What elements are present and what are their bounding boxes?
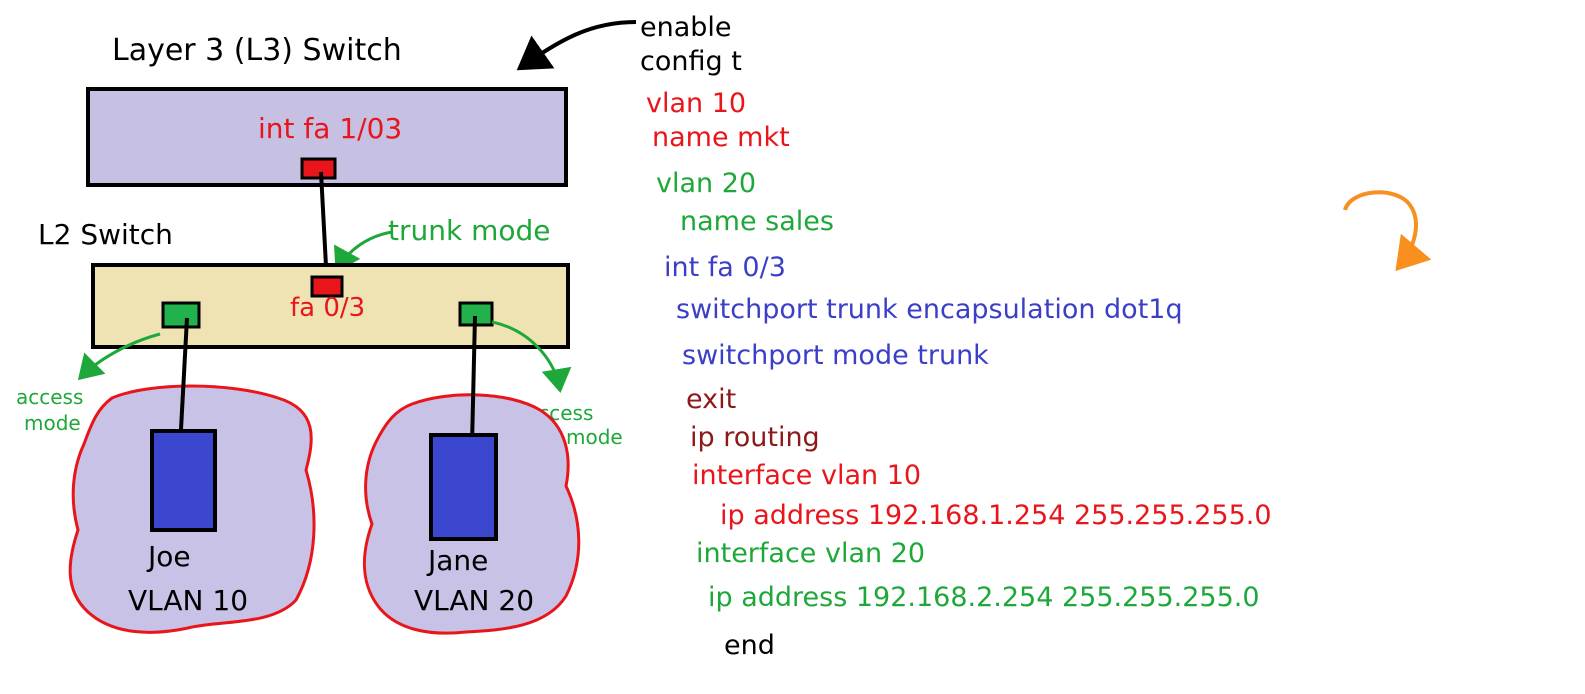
command-line: ip address 192.168.2.254 255.255.255.0 [708, 582, 1260, 613]
l2-access-port-left [161, 301, 201, 329]
command-line: vlan 20 [656, 168, 756, 199]
joe-host [150, 429, 217, 532]
access-left-line2: mode [24, 411, 81, 435]
l3-switch-title: Layer 3 (L3) Switch [112, 33, 402, 68]
l2-port-label: fa 0/3 [290, 293, 365, 323]
enable-to-l3-arrow [516, 20, 637, 71]
jane-vlan: VLAN 20 [414, 584, 534, 617]
command-line: exit [686, 384, 736, 415]
access-right-line2: mode [566, 425, 623, 449]
trunk-mode-label: trunk mode [388, 214, 551, 247]
dot1q-annotation-arrow [1343, 190, 1432, 272]
command-line: int fa 0/3 [664, 252, 786, 283]
joe-link [178, 317, 189, 449]
joe-vlan: VLAN 10 [128, 584, 248, 617]
jane-host [429, 433, 498, 541]
command-line: name sales [680, 206, 834, 237]
l2-switch-title: L2 Switch [38, 218, 173, 251]
command-line: name mkt [652, 122, 790, 153]
command-line: ip routing [690, 422, 820, 453]
command-line: switchport trunk encapsulation dot1q [676, 294, 1183, 325]
command-line: interface vlan 20 [696, 538, 925, 569]
l3-port [300, 157, 337, 180]
command-line: end [724, 630, 775, 661]
command-line: enable [640, 12, 732, 43]
command-line: config t [640, 46, 742, 77]
access-left-arrow [77, 332, 161, 381]
jane-link [470, 315, 477, 446]
joe-name: Joe [146, 540, 191, 573]
command-line: switchport mode trunk [682, 340, 989, 371]
l3-port-label: int fa 1/03 [258, 112, 402, 145]
access-left-line1: access [16, 385, 83, 409]
access-right-arrow [491, 320, 572, 393]
command-line: vlan 10 [646, 88, 746, 119]
command-line: interface vlan 10 [692, 460, 921, 491]
jane-name: Jane [426, 544, 488, 577]
l2-trunk-port [310, 275, 344, 298]
command-line: ip address 192.168.1.254 255.255.255.0 [720, 500, 1272, 531]
